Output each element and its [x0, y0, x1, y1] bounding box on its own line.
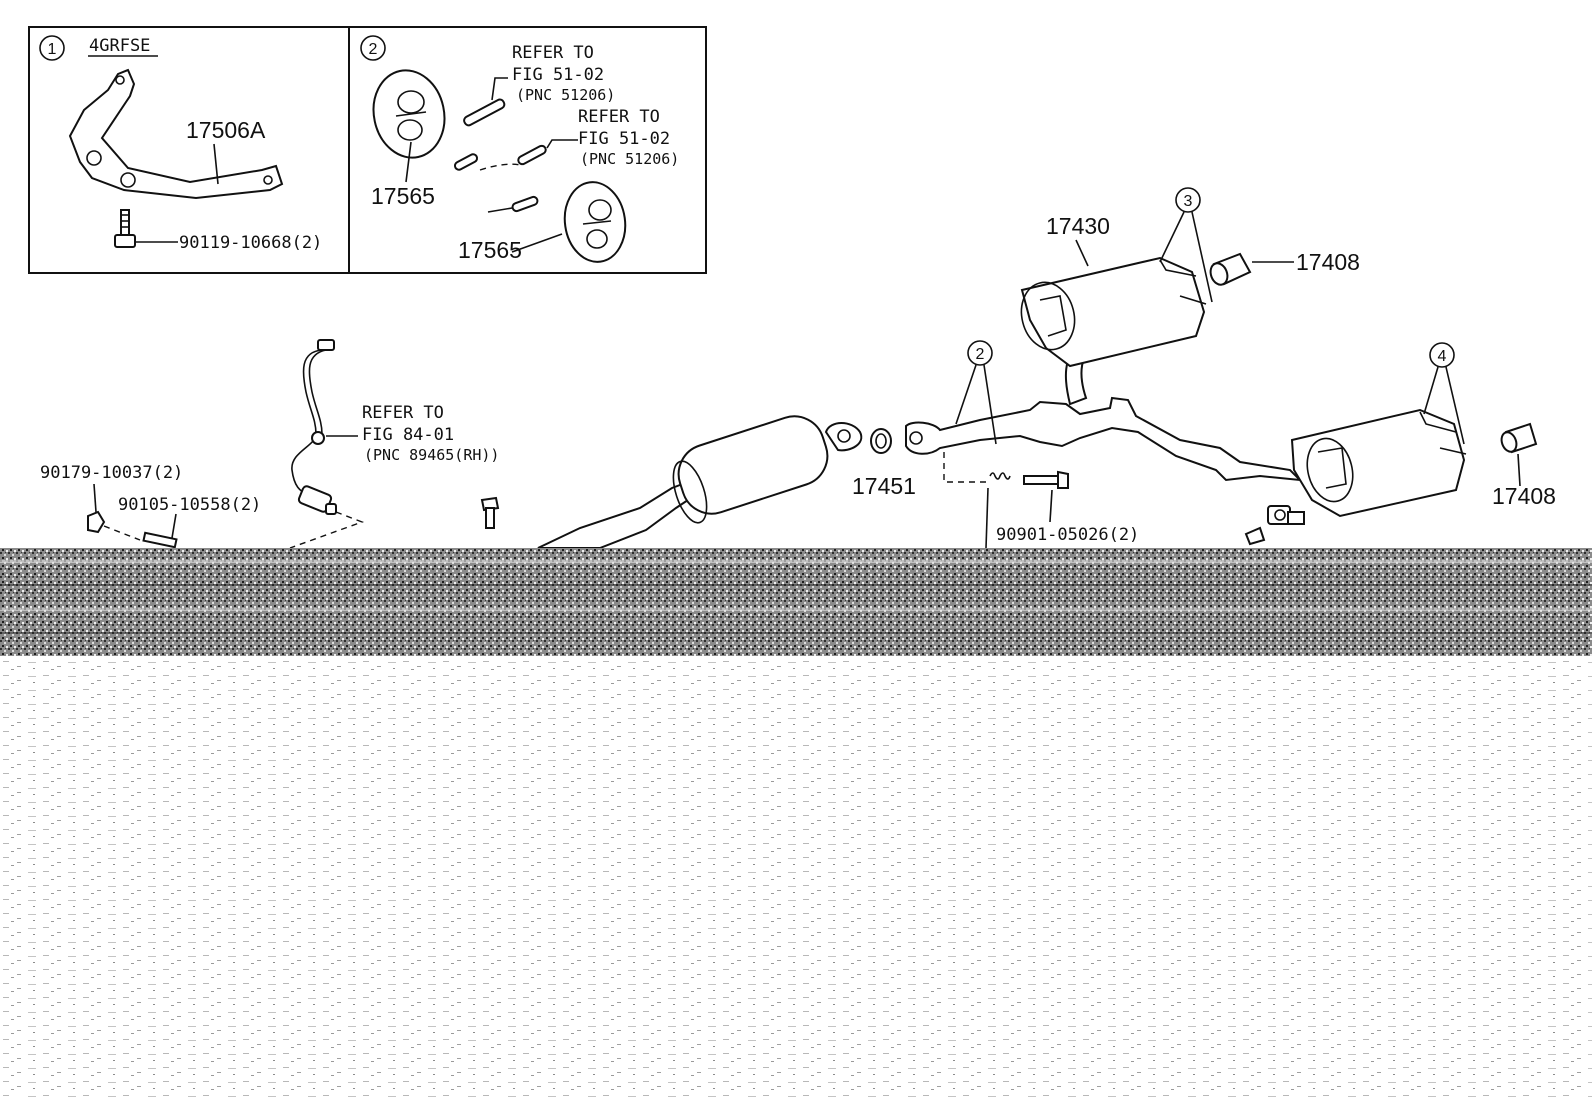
- bolt-part-number: 90901-05026(2): [996, 525, 1139, 545]
- bolt-icon: [114, 209, 136, 248]
- bolt-icon: [480, 496, 500, 529]
- image-noise-band: [0, 548, 1592, 656]
- nut-part-number: 90179-10037(2): [40, 463, 183, 483]
- svg-text:4: 4: [1438, 348, 1447, 365]
- exhaust-tip-icon: [1500, 422, 1538, 454]
- hanger-bracket-icon: [1267, 505, 1305, 525]
- bracket-leader: [213, 143, 219, 185]
- hanger-pin-icon: [487, 195, 539, 213]
- spring-icon: [989, 472, 1011, 480]
- ref-1-line-3: (PNC 51206): [516, 86, 615, 104]
- rubber-hanger-icon: [563, 181, 627, 263]
- ref-2-line-2: FIG 51-02: [578, 129, 670, 149]
- inset-frame: [28, 26, 707, 274]
- hanger-b-part-number: 17565: [458, 237, 522, 263]
- inset-2-callout: 2: [369, 41, 378, 58]
- hanger-pin-icon: [463, 98, 506, 127]
- image-speckle-area: [0, 656, 1592, 1099]
- bolt-icon: [1023, 470, 1069, 489]
- stud-bolt-icon: [142, 531, 178, 549]
- inset-1: 1 4GRFSE 17506A 90119-10668(2): [39, 35, 322, 253]
- callout-2: 2: [955, 340, 997, 445]
- bracket-part-number: 17506A: [186, 117, 266, 143]
- exhaust-tip-icon: [1209, 252, 1252, 286]
- ref-1-line-1: REFER TO: [512, 43, 594, 63]
- inset-2: 2 17565 17565 REFER TO FIG 51-02 (PNC 51…: [360, 35, 679, 263]
- ref-1-line-2: FIG 51-02: [512, 65, 604, 85]
- callout-4: 4: [1423, 342, 1465, 445]
- svg-text:3: 3: [1184, 193, 1193, 210]
- sensor-ref-line-3: (PNC 89465(RH)): [364, 446, 499, 464]
- rubber-hanger-icon: [372, 69, 446, 159]
- hanger-pin-icon: [453, 144, 547, 171]
- rear-muffler-lower-drawing: [1290, 408, 1467, 518]
- inset-1-bolt-part-number: 90119-10668(2): [179, 233, 322, 253]
- hanger-a-part-number: 17565: [371, 183, 435, 209]
- inset-2-callout-circle: [360, 35, 386, 61]
- callout-3: 3: [1159, 187, 1213, 303]
- sensor-ref-line-1: REFER TO: [362, 403, 444, 423]
- stud-part-number: 90105-10558(2): [118, 495, 261, 515]
- front-pipe-drawing: [537, 415, 863, 549]
- exhaust-bracket-drawing: [68, 68, 284, 200]
- tip-lower-part-number: 17408: [1492, 483, 1556, 509]
- svg-text:2: 2: [976, 346, 985, 363]
- center-pipe-drawing: [905, 338, 1303, 482]
- sensor-ref-line-2: FIG 84-01: [362, 425, 454, 445]
- oxygen-sensor-icon: [291, 339, 337, 515]
- muffler-part-number: 17430: [1046, 213, 1110, 239]
- flange-nut-icon: [87, 510, 106, 534]
- gasket-part-number: 17451: [852, 473, 916, 499]
- tip-upper-part-number: 17408: [1296, 249, 1360, 275]
- ref-2-line-1: REFER TO: [578, 107, 660, 127]
- main-diagram: REFER TO FIG 84-01 (PNC 89465(RH)) 90179…: [40, 187, 1556, 549]
- inset-1-callout-circle: [39, 35, 65, 61]
- ref-2-line-3: (PNC 51206): [580, 150, 679, 168]
- gasket-icon: [870, 428, 892, 454]
- bolt-icon: [1244, 526, 1266, 546]
- inset-1-callout: 1: [48, 41, 57, 58]
- rear-muffler-upper-drawing: [1020, 256, 1207, 368]
- inset-1-engine-label: 4GRFSE: [89, 36, 150, 56]
